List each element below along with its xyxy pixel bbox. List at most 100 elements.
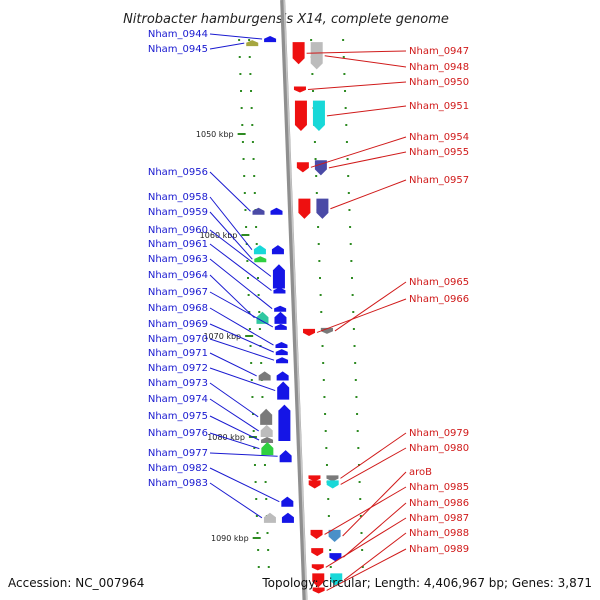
forward-gene-leader: [209, 42, 245, 50]
forward-gene-leader: [209, 307, 274, 346]
reverse-gene-label: Nham_0950: [409, 77, 469, 88]
forward-gene-block: [275, 349, 288, 356]
forward-gene-block: [275, 342, 288, 349]
reverse-gene-leader: [330, 179, 407, 210]
forward-gene-label: Nham_0956: [148, 167, 208, 178]
forward-gene-leader: [209, 33, 263, 40]
reverse-gene-label: Nham_0988: [409, 528, 469, 539]
forward-gene-label: Nham_0972: [148, 363, 208, 374]
forward-gene-block: [246, 40, 259, 47]
reverse-gene-label: Nham_0987: [409, 513, 469, 524]
reverse-gene-leader: [326, 105, 407, 117]
reverse-gene-block: [312, 573, 325, 588]
forward-gene-block: [281, 496, 294, 507]
forward-gene-label: Nham_0961: [148, 239, 208, 250]
forward-gene-leader: [209, 467, 280, 503]
reverse-gene-block: [311, 564, 324, 571]
forward-gene-block: [276, 371, 289, 381]
forward-gene-block: [281, 512, 294, 523]
reverse-gene-block: [312, 100, 325, 131]
reverse-gene-block: [310, 529, 323, 540]
scale-tick-label: 1060 kbp: [200, 231, 238, 240]
reverse-gene-block: [293, 86, 306, 93]
reverse-gene-block: [326, 480, 339, 489]
scale-tick-label: 1070 kbp: [203, 332, 241, 341]
reverse-gene-block: [308, 480, 321, 489]
reverse-gene-leader: [325, 517, 407, 568]
reverse-gene-label: aroB: [409, 467, 432, 478]
reverse-gene-block: [314, 160, 327, 176]
reverse-gene-block: [329, 553, 342, 562]
forward-gene-leader: [209, 352, 257, 377]
reverse-gene-leader: [324, 486, 407, 535]
forward-gene-block: [256, 311, 269, 324]
forward-gene-block: [271, 245, 284, 255]
reverse-gene-block: [311, 548, 324, 557]
forward-gene-label: Nham_0973: [148, 378, 208, 389]
forward-gene-block: [273, 287, 286, 294]
forward-gene-label: Nham_0974: [148, 394, 208, 405]
reverse-gene-label: Nham_0955: [409, 147, 469, 158]
map-title: Nitrobacter hamburgensis X14, complete g…: [123, 12, 449, 27]
forward-gene-label: Nham_0975: [148, 411, 208, 422]
reverse-gene-leader: [342, 471, 407, 537]
forward-gene-leader: [209, 258, 273, 310]
forward-gene-label: Nham_0964: [148, 270, 208, 281]
forward-gene-block: [274, 311, 287, 324]
forward-gene-block: [258, 371, 271, 381]
reverse-gene-leader: [326, 548, 407, 591]
scale-tick-label: 1050 kbp: [196, 130, 234, 139]
forward-gene-label: Nham_0945: [148, 44, 208, 55]
forward-gene-label: Nham_0944: [148, 29, 208, 40]
forward-gene-leader: [209, 323, 274, 353]
forward-gene-leader: [209, 243, 272, 291]
forward-gene-leader: [209, 415, 260, 441]
reverse-gene-block: [310, 42, 323, 70]
accession-text: Accession: NC_007964: [8, 576, 144, 590]
forward-gene-leader: [209, 452, 278, 457]
reverse-gene-leader: [340, 447, 407, 485]
forward-gene-label: Nham_0958: [148, 192, 208, 203]
forward-gene-block: [276, 357, 289, 364]
forward-gene-label: Nham_0959: [148, 207, 208, 218]
forward-gene-label: Nham_0982: [148, 463, 208, 474]
forward-gene-block: [261, 437, 274, 443]
forward-gene-block: [263, 512, 276, 523]
reverse-gene-leader: [343, 532, 407, 581]
forward-gene-block: [272, 264, 285, 289]
reverse-gene-block: [312, 587, 325, 594]
forward-gene-label: Nham_0983: [148, 478, 208, 489]
reverse-gene-block: [303, 328, 316, 336]
reverse-gene-label: Nham_0979: [409, 428, 469, 439]
reverse-gene-leader: [316, 298, 407, 333]
reverse-gene-label: Nham_0957: [409, 175, 469, 186]
forward-gene-block: [254, 256, 267, 263]
forward-gene-block: [261, 442, 274, 456]
forward-gene-block: [274, 323, 287, 330]
forward-gene-block: [260, 424, 273, 437]
forward-gene-leader: [209, 196, 253, 250]
forward-gene-label: Nham_0977: [148, 448, 208, 459]
genome-backbone: [280, 0, 308, 600]
reverse-gene-block: [316, 198, 329, 219]
reverse-gene-block: [298, 198, 311, 219]
forward-gene-leader: [209, 274, 255, 319]
reverse-gene-leader: [307, 81, 407, 91]
reverse-gene-label: Nham_0951: [409, 101, 469, 112]
reverse-gene-block: [330, 573, 343, 587]
forward-gene-label: Nham_0970: [148, 334, 208, 345]
forward-gene-block: [277, 381, 290, 400]
reverse-gene-block: [292, 42, 305, 65]
forward-gene-label: Nham_0971: [148, 348, 208, 359]
forward-gene-label: Nham_0967: [148, 287, 208, 298]
forward-gene-label: Nham_0960: [148, 225, 208, 236]
reverse-gene-leader: [306, 50, 407, 54]
reverse-gene-label: Nham_0980: [409, 443, 469, 454]
reverse-gene-leader: [324, 55, 407, 68]
reverse-gene-label: Nham_0989: [409, 544, 469, 555]
forward-gene-block: [279, 450, 292, 463]
forward-gene-block: [264, 36, 277, 43]
forward-gene-block: [253, 245, 266, 255]
reverse-gene-block: [308, 475, 321, 482]
